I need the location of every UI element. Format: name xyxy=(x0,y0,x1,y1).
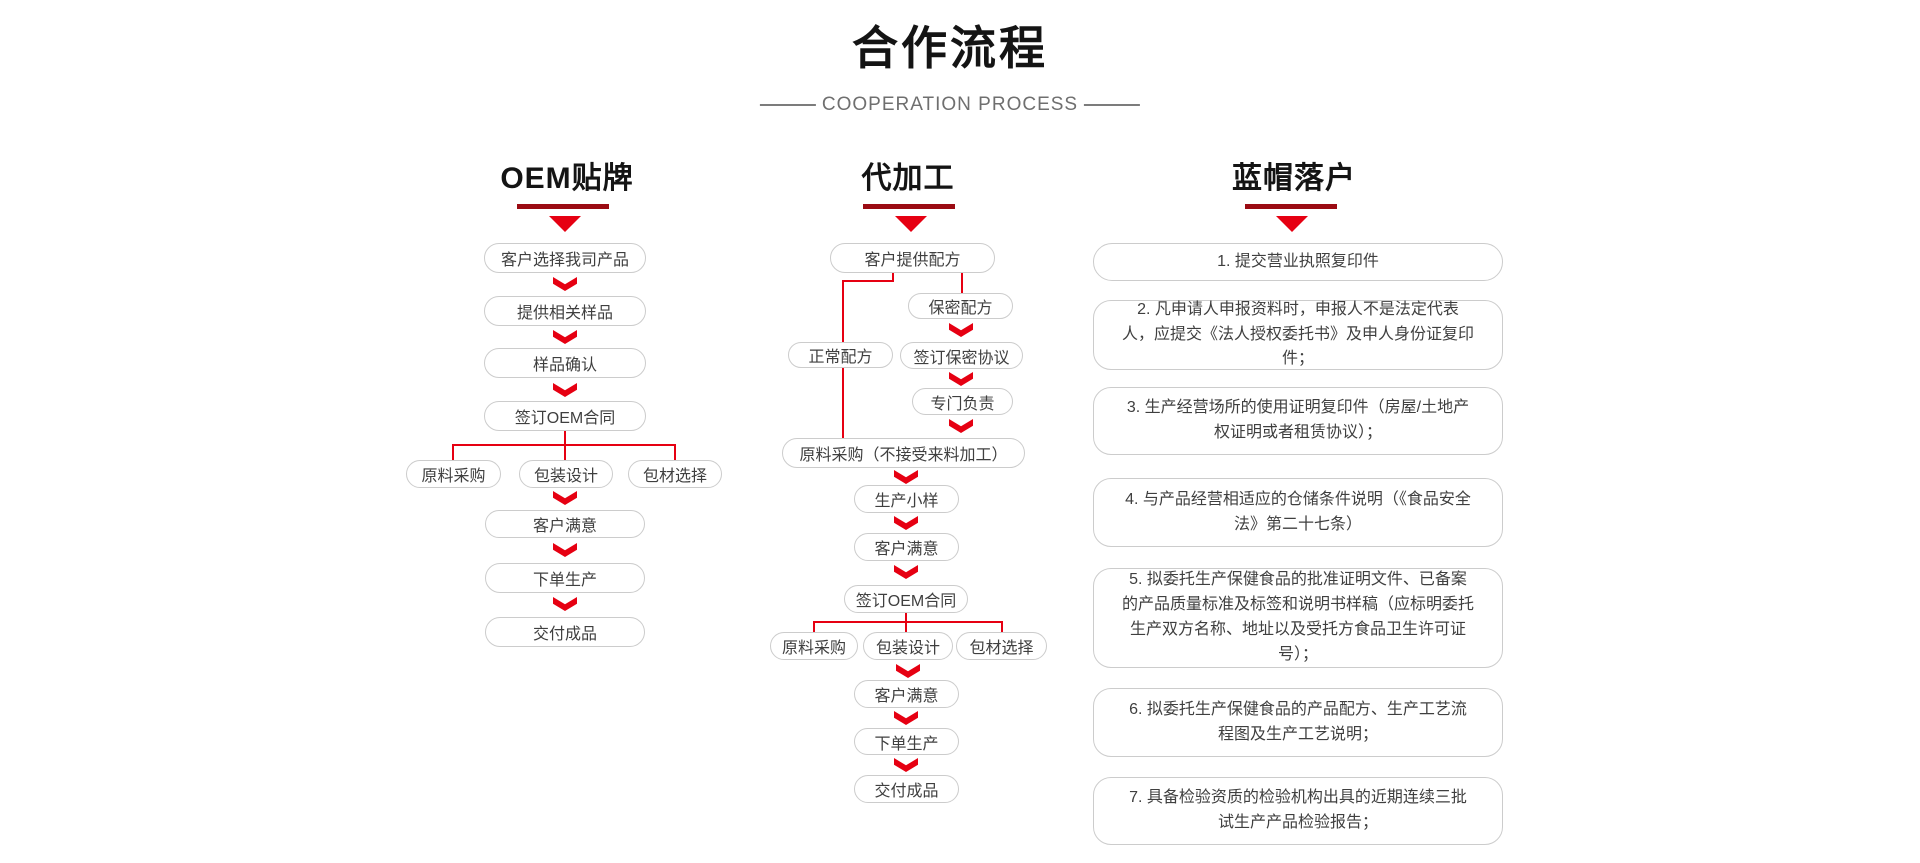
down-chevron-icon xyxy=(553,330,577,344)
subtitle-right-dash xyxy=(1084,104,1141,106)
flow-step: 签订OEM合同 xyxy=(484,401,646,431)
requirement-item: 2. 凡申请人申报资料时，申报人不是法定代表人，应提交《法人授权委托书》及申人身… xyxy=(1093,300,1503,370)
flow-step: 交付成品 xyxy=(485,617,645,647)
header-underline xyxy=(517,204,609,209)
flow-step: 客户满意 xyxy=(485,510,645,538)
flow-step: 客户满意 xyxy=(854,533,959,561)
requirement-item: 3. 生产经营场所的使用证明复印件（房屋/土地产权证明或者租赁协议）； xyxy=(1093,387,1503,455)
down-chevron-icon xyxy=(553,383,577,397)
connector-line xyxy=(674,444,676,460)
requirement-item: 5. 拟委托生产保健食品的批准证明文件、已备案的产品质量标准及标签和说明书样稿（… xyxy=(1093,568,1503,668)
down-chevron-icon xyxy=(894,516,918,530)
down-triangle-icon xyxy=(1276,216,1308,232)
flow-step: 包材选择 xyxy=(956,632,1047,660)
down-chevron-icon xyxy=(553,597,577,611)
down-chevron-icon xyxy=(894,758,918,772)
flow-step: 原料采购（不接受来料加工） xyxy=(782,438,1025,468)
down-chevron-icon xyxy=(894,711,918,725)
page-title: 合作流程 xyxy=(852,22,1048,74)
connector-line xyxy=(813,621,1003,623)
down-chevron-icon xyxy=(553,491,577,505)
subtitle-text: COOPERATION PROCESS xyxy=(821,94,1079,115)
flow-step: 交付成品 xyxy=(854,775,959,803)
flow-step: 客户满意 xyxy=(854,680,959,708)
down-chevron-icon xyxy=(894,470,918,484)
requirement-item: 1. 提交营业执照复印件 xyxy=(1093,243,1503,281)
flow-step: 包装设计 xyxy=(519,460,613,488)
flow-step: 下单生产 xyxy=(854,728,959,755)
flow-step: 原料采购 xyxy=(770,632,858,660)
column-title-processing: 代加工 xyxy=(861,162,955,195)
connector-line xyxy=(813,621,815,632)
down-chevron-icon xyxy=(553,543,577,557)
flow-step: 专门负责 xyxy=(912,388,1013,415)
down-triangle-icon xyxy=(895,216,927,232)
requirement-item: 7. 具备检验资质的检验机构出具的近期连续三批试生产产品检验报告； xyxy=(1093,777,1503,845)
flow-step: 客户选择我司产品 xyxy=(484,243,646,273)
connector-line xyxy=(842,280,844,342)
page-subtitle: COOPERATION PROCESS xyxy=(759,94,1141,116)
connector-line xyxy=(892,273,894,282)
flow-step: 正常配方 xyxy=(788,342,893,368)
connector-line xyxy=(452,444,676,446)
requirement-item: 6. 拟委托生产保健食品的产品配方、生产工艺流程图及生产工艺说明； xyxy=(1093,688,1503,757)
down-chevron-icon xyxy=(894,565,918,579)
down-chevron-icon xyxy=(949,372,973,386)
flow-step: 客户提供配方 xyxy=(830,243,995,273)
column-title-oem: OEM贴牌 xyxy=(500,162,634,195)
header-underline xyxy=(863,204,955,209)
connector-line xyxy=(842,368,844,438)
requirement-item: 4. 与产品经营相适应的仓储条件说明（《食品安全法》第二十七条） xyxy=(1093,478,1503,547)
flow-step: 保密配方 xyxy=(908,293,1013,319)
flow-step: 提供相关样品 xyxy=(484,296,646,326)
flow-step: 原料采购 xyxy=(406,460,501,488)
connector-line xyxy=(452,444,454,460)
connector-line xyxy=(842,280,894,282)
down-chevron-icon xyxy=(553,277,577,291)
down-chevron-icon xyxy=(896,664,920,678)
flow-step: 签订OEM合同 xyxy=(844,585,968,613)
down-chevron-icon xyxy=(949,323,973,337)
flow-step: 包装设计 xyxy=(863,632,953,660)
column-title-bluehat: 蓝帽落户 xyxy=(1232,162,1356,195)
subtitle-left-dash xyxy=(759,104,816,106)
connector-line xyxy=(1001,621,1003,632)
flow-step: 样品确认 xyxy=(484,348,646,378)
flow-step: 签订保密协议 xyxy=(900,342,1023,369)
connector-line xyxy=(961,273,963,293)
header-underline xyxy=(1245,204,1337,209)
flow-step: 包材选择 xyxy=(628,460,722,488)
down-chevron-icon xyxy=(949,419,973,433)
flow-step: 生产小样 xyxy=(854,485,959,513)
flow-step: 下单生产 xyxy=(485,563,645,593)
down-triangle-icon xyxy=(549,216,581,232)
